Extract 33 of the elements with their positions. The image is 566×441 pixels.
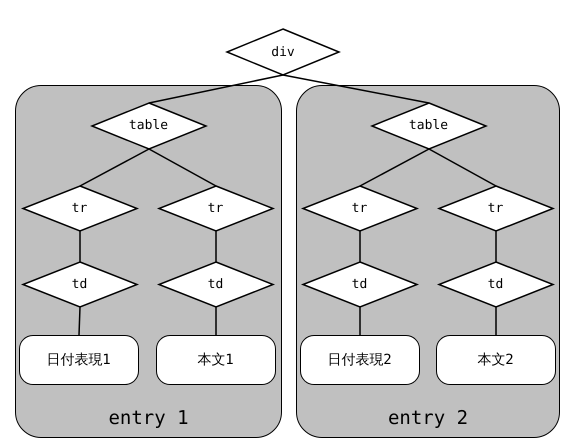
tag-diamond: td	[438, 262, 552, 306]
tag-diamond: table	[92, 102, 206, 148]
entry-panel	[15, 85, 282, 438]
content-box: 本文2	[436, 334, 556, 384]
tag-diamond: table	[372, 102, 486, 148]
tag-diamond: td	[158, 262, 272, 306]
connector-line	[428, 148, 496, 187]
content-box: 日付表現1	[18, 334, 138, 384]
panel-label: entry 1	[107, 407, 190, 429]
connector-line	[495, 231, 497, 262]
tag-diamond: tr	[302, 186, 416, 230]
entry-panel	[296, 85, 560, 438]
connector-line	[79, 231, 81, 262]
connector-line	[282, 74, 430, 104]
tag-diamond: tr	[438, 186, 552, 230]
connector-line	[215, 307, 217, 335]
connector-line	[148, 74, 284, 104]
connector-line	[359, 307, 361, 335]
connector-line	[359, 231, 361, 262]
tag-diamond: td	[22, 262, 136, 306]
connector-line	[495, 307, 497, 335]
connector-line	[360, 148, 430, 187]
connector-line	[215, 231, 217, 262]
connector-line	[80, 148, 150, 187]
tag-diamond: tr	[22, 186, 136, 230]
content-box: 本文1	[156, 334, 276, 384]
content-box: 日付表現2	[300, 334, 420, 384]
tag-diamond: tr	[158, 186, 272, 230]
tag-diamond: div	[227, 29, 339, 75]
connector-line	[148, 148, 216, 187]
panel-label: entry 2	[386, 407, 470, 429]
connector-line	[78, 306, 81, 336]
tag-diamond: td	[302, 262, 416, 306]
